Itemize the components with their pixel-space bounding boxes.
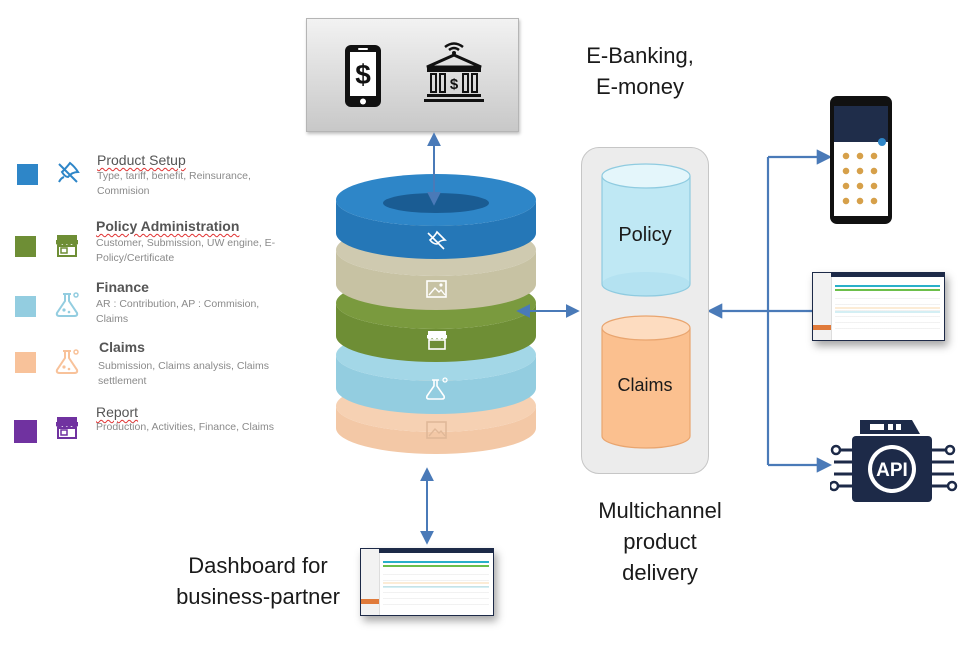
mobile-payment-icon: $ — [345, 45, 381, 107]
dash-rows — [383, 569, 489, 609]
e-banking-label: E-Banking, E-money — [570, 40, 710, 102]
legend-title: Claims — [99, 339, 145, 355]
dashboard-label: Dashboard for business-partner — [128, 550, 388, 612]
mobile-app-screenshot — [830, 96, 892, 224]
image-icon — [426, 421, 447, 439]
legend-desc-text: Customer, Submission, UW engine, E-Polic… — [96, 237, 276, 264]
legend-desc-text: Type, tariff, benefit, Reinsurance, Comm… — [97, 170, 251, 197]
legend-desc: AR : Contribution, AP : Commision, Claim… — [96, 297, 281, 327]
phone-screen — [834, 106, 888, 216]
label-line: Dashboard for — [188, 553, 328, 578]
legend-desc: Customer, Submission, UW engine, E-Polic… — [96, 236, 281, 266]
partner-dashboard-screenshot — [360, 548, 494, 616]
claims-cylinder — [601, 315, 691, 449]
dash-topbar — [379, 549, 493, 553]
legend-desc-text: Submission, Claims analysis, Claims sett… — [98, 360, 269, 387]
web-dashboard-screenshot — [812, 272, 945, 341]
legend-desc-text: AR : Contribution, AP : Commision, Claim… — [96, 298, 260, 325]
claims-cylinder-label: Claims — [617, 375, 673, 395]
label-line: Multichannel — [598, 498, 722, 523]
legend-title: Finance — [96, 279, 149, 295]
dash-sidebar — [813, 273, 832, 340]
label-line: E-Banking, — [586, 43, 694, 68]
bank-icon: $ — [424, 42, 484, 102]
legend-swatch — [15, 352, 36, 373]
legend-title: Report — [96, 404, 139, 420]
flask-icon — [425, 377, 448, 400]
policy-cylinder — [601, 163, 691, 297]
svg-text:$: $ — [355, 59, 371, 90]
dash-rows — [835, 293, 940, 333]
phone-grid — [840, 150, 882, 210]
stack-layer-product-setup — [336, 174, 536, 259]
legend-swatch — [14, 420, 37, 443]
label-line: business-partner — [176, 584, 340, 609]
dash-sidebar — [361, 549, 380, 615]
legend-title: Policy Administration — [96, 218, 240, 234]
legend-swatch — [15, 296, 36, 317]
dash-topbar — [831, 273, 944, 277]
e-banking-box: $ $ — [306, 18, 519, 132]
legend-desc-text: Production, Activities, Finance, Claims — [96, 421, 274, 433]
store-icon — [56, 235, 78, 257]
svg-text:$: $ — [450, 76, 459, 93]
policy-cylinder-label: Policy — [618, 224, 672, 246]
image-icon — [426, 280, 447, 298]
legend-desc: Submission, Claims analysis, Claims sett… — [98, 359, 283, 389]
label-line: product — [623, 529, 697, 554]
legend-swatch — [17, 164, 38, 185]
flask-icon — [55, 292, 79, 317]
legend-desc: Type, tariff, benefit, Reinsurance, Comm… — [97, 169, 282, 199]
label-line: E-money — [595, 74, 685, 99]
api-label: API — [876, 460, 908, 481]
phone-fab — [878, 138, 886, 146]
flag-icon — [58, 161, 80, 183]
api-icon: API — [830, 420, 958, 502]
label-line: delivery — [622, 560, 698, 585]
multichannel-label: Multichannel product delivery — [570, 495, 750, 588]
store-icon — [427, 331, 447, 350]
flag-icon — [427, 230, 447, 250]
legend-desc: Production, Activities, Finance, Claims — [96, 420, 281, 435]
dash-band — [835, 289, 940, 291]
dash-band — [383, 561, 489, 563]
legend-swatch — [15, 236, 36, 257]
dash-sidebar-active — [813, 325, 831, 330]
legend-title: Product Setup — [97, 152, 186, 168]
dash-band — [383, 565, 489, 567]
dash-sidebar-active — [361, 599, 379, 604]
phone-header — [834, 106, 888, 142]
dash-band — [835, 285, 940, 287]
flask-icon — [55, 349, 79, 374]
channel-cylinders — [601, 163, 691, 449]
store-icon — [56, 417, 78, 439]
